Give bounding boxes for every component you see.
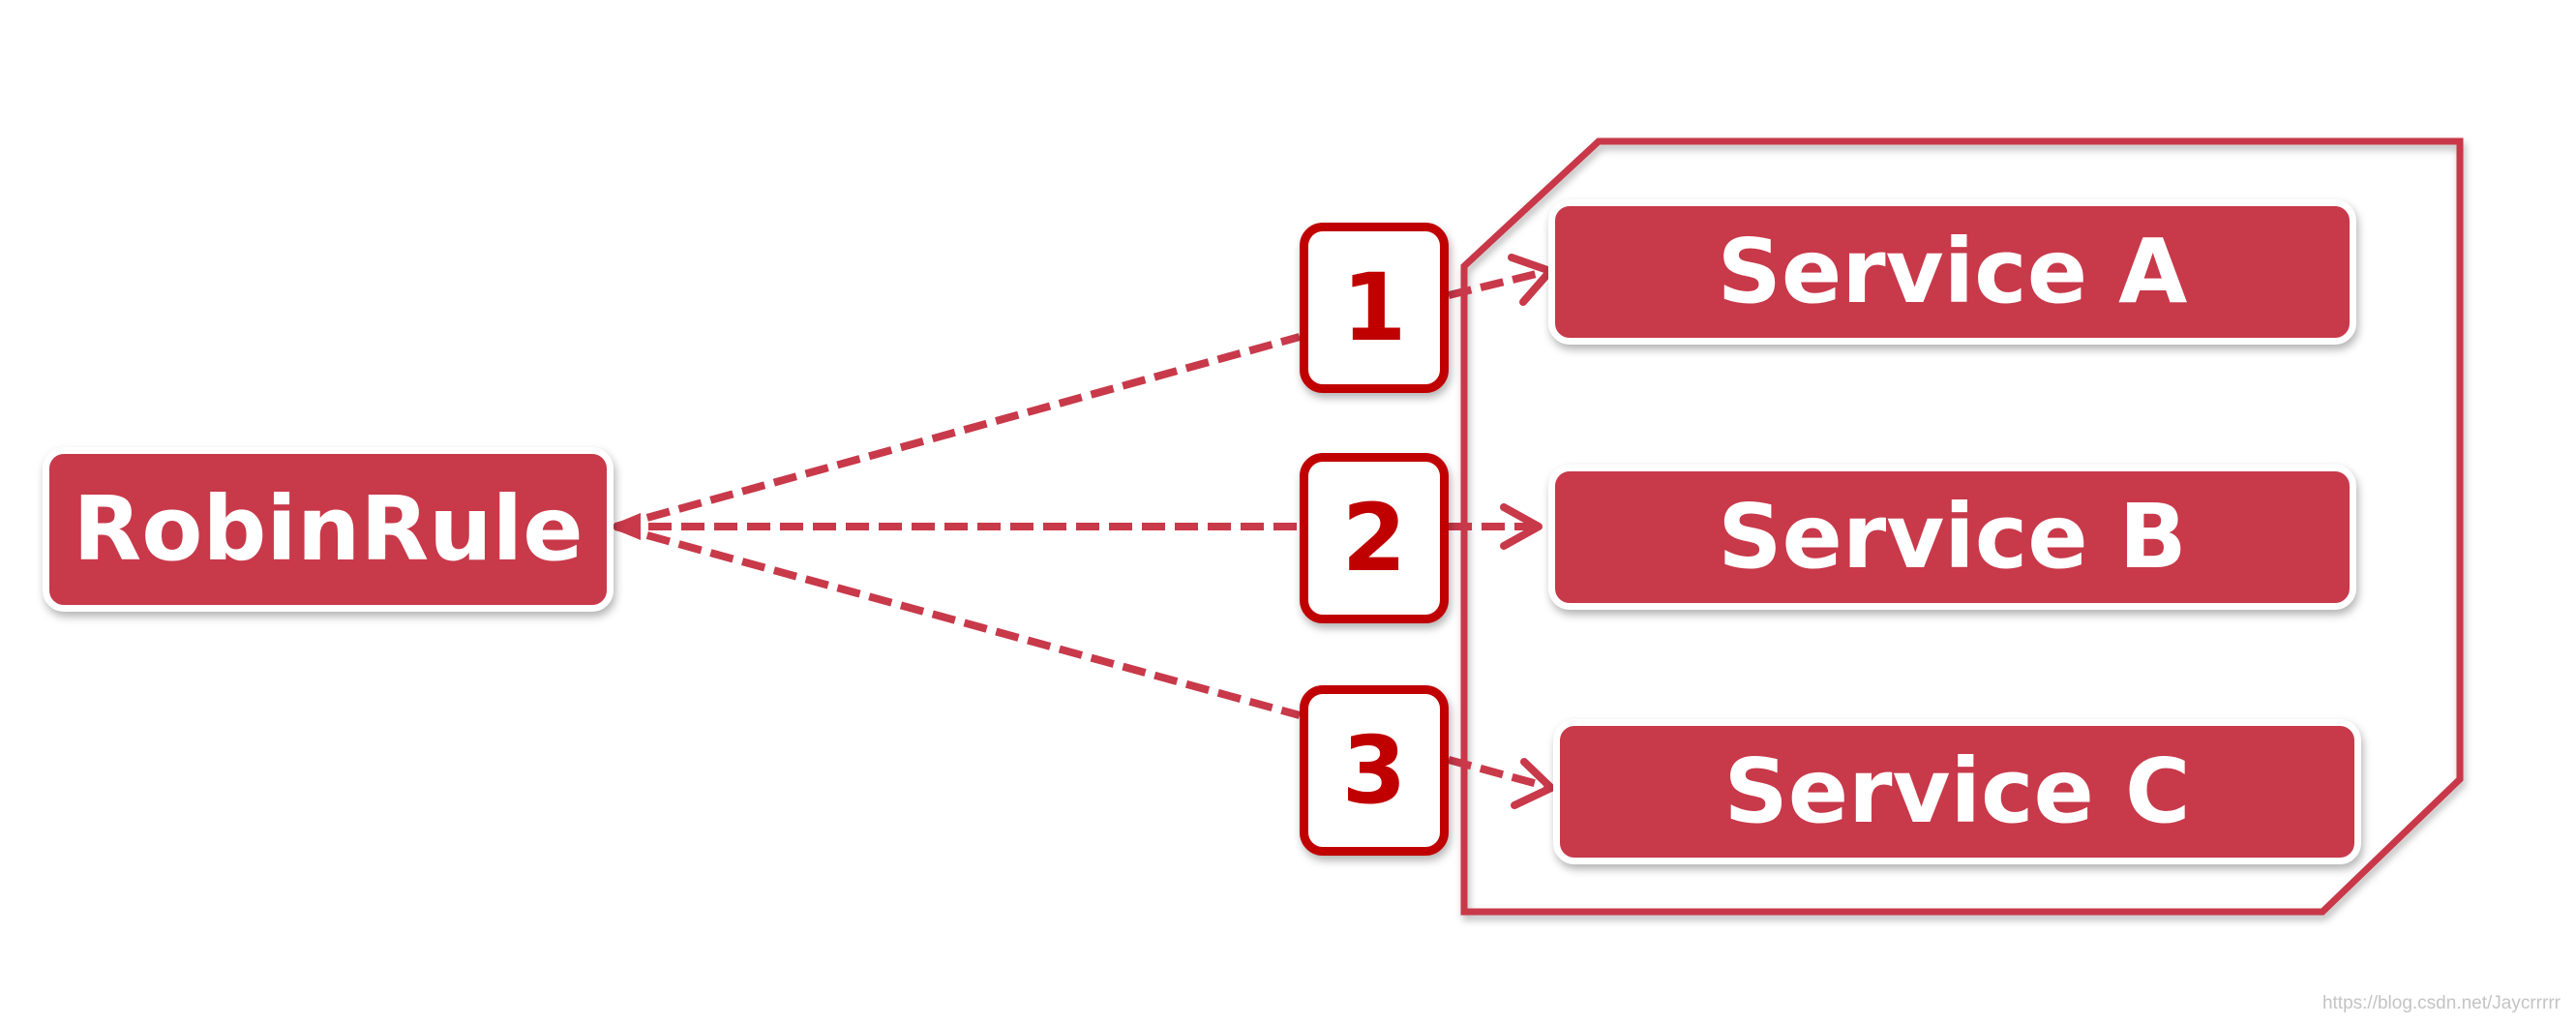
connector-line-3 bbox=[614, 523, 1302, 719]
connector-line-3b bbox=[1447, 756, 1550, 791]
connector-origin-icon bbox=[608, 513, 641, 540]
step-badge-1: 1 bbox=[1300, 223, 1449, 393]
service-b-box: Service B bbox=[1548, 465, 2356, 610]
arrowhead-b-icon bbox=[1500, 503, 1543, 550]
connector-line-1b bbox=[1448, 267, 1549, 299]
service-c-box: Service C bbox=[1553, 719, 2361, 864]
connector-line-1 bbox=[614, 333, 1302, 530]
watermark-text: https://blog.csdn.net/Jaycrrrrr bbox=[2321, 993, 2561, 1013]
robin-rule-box: RobinRule bbox=[43, 447, 614, 612]
service-a-box: Service A bbox=[1548, 199, 2356, 345]
step-badge-3: 3 bbox=[1300, 685, 1449, 856]
service-group-frame bbox=[1460, 137, 2464, 916]
step-badge-2: 2 bbox=[1300, 453, 1449, 623]
arrowhead-c-icon bbox=[1511, 758, 1555, 809]
